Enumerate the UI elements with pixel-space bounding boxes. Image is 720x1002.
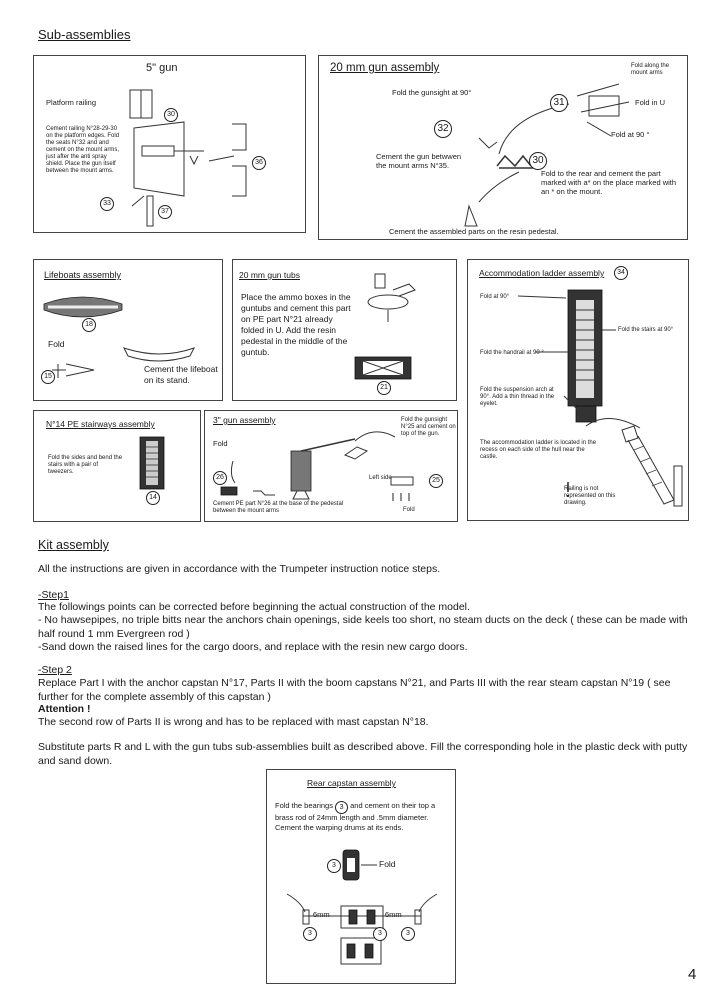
gun3-cement-pe: Cement PE part N°26 at the base of the p… (213, 501, 344, 514)
guntubs-text: Place the ammo boxes in the guntubs and … (241, 292, 351, 357)
stairways-part-14: 14 (146, 491, 160, 505)
capstan-panel: Rear capstan assembly Fold the bearings … (266, 769, 456, 984)
guntubs-title: 20 mm gun tubs (239, 270, 300, 280)
capstan-fold: Fold (379, 859, 396, 869)
substitute-text: Substitute parts R and L with the gun tu… (38, 741, 688, 767)
guntubs-drawing (354, 273, 416, 380)
ladder-railing: Railing is not represented on this drawi… (564, 486, 616, 506)
gun5-part-37: 37 (158, 205, 172, 219)
kit-title: Kit assembly (38, 538, 109, 552)
ladder-title: Accommodation ladder assembly (479, 268, 605, 278)
gun3-left-side: Left side (369, 475, 392, 481)
gun5-part-36: 36 (252, 156, 266, 170)
gun5-part-30: 30 (164, 108, 178, 122)
gun20-cement-gun: Cement the gun betwwen the mount arms N°… (376, 152, 462, 170)
gun5-platform-label: Platform railing (46, 98, 97, 107)
lifeboats-fold-label: Fold (48, 339, 65, 349)
capstan-dim1: 6mm (313, 910, 330, 919)
lifeboats-part-15: 15 (41, 370, 55, 384)
gun3-title: 3" gun assembly (213, 415, 276, 425)
step1-line2: - No hawsepipes, no triple bitts near th… (38, 614, 688, 640)
capstan-part-mid: 3 (373, 927, 387, 941)
capstan-part-left: 3 (303, 927, 317, 941)
stairways-title: N°14 PE stairways assembly (46, 419, 155, 429)
capstan-part-right: 3 (401, 927, 415, 941)
stairways-drawing (139, 436, 165, 490)
gun20-part-31: 31 (550, 94, 568, 112)
gun3-fold-gunsight: Fold the gunsight N°25 and cement on top… (401, 417, 456, 437)
gun3-drawing (220, 431, 414, 501)
gun5-part-33: 33 (100, 197, 114, 211)
gun3-fold-label: Fold (213, 439, 228, 448)
ladder-fold90: Fold at 90° (480, 294, 510, 300)
gun20-part-30: 30 (529, 152, 547, 170)
gun5-title: 5" gun (146, 62, 178, 74)
capstan-text: Fold the bearings 3 and cement on their … (275, 800, 451, 833)
lifeboats-part-18: 18 (82, 318, 96, 332)
gun20-fold-90: Fold at 90 ° (611, 130, 650, 139)
lifeboats-cement: Cement the lifeboat on its stand. (144, 364, 218, 385)
gun20-fold-gunsight: Fold the gunsight at 90° (392, 88, 472, 97)
gun20-part-32: 32 (434, 120, 452, 138)
lifeboats-title: Lifeboats assembly (44, 270, 122, 280)
gun20-fold-rear: Fold to the rear and cement the part mar… (541, 169, 677, 196)
gun20-drawing (464, 83, 630, 227)
gun5-drawing (129, 89, 247, 227)
page-title: Sub-assemblies (38, 27, 131, 42)
gun20-title: 20 mm gun assembly (330, 62, 440, 74)
stairways-text: Fold the sides and bend the stairs with … (48, 455, 123, 475)
capstan-inline-part: 3 (335, 801, 349, 814)
lifeboats-panel: Lifeboats assembly 18 Fold 15 Cement the… (33, 259, 223, 401)
step2-line2: The second row of Parts II is wrong and … (38, 716, 429, 728)
ladder-part-34: 34 (614, 266, 628, 280)
page-number: 4 (688, 966, 697, 983)
gun20-fold-along: Fold along the mount arms (631, 63, 670, 76)
ladder-stairs90: Fold the stairs at 90° (618, 327, 674, 333)
gun3-part-26: 26 (213, 471, 227, 485)
capstan-text-a: Fold the bearings (275, 801, 333, 810)
step1-line3: -Sand down the raised lines for the carg… (38, 641, 468, 653)
gun5-panel: 5" gun Platform railing Cement railing N… (33, 55, 306, 233)
capstan-dim2: 6mm (385, 910, 402, 919)
step2-label: -Step 2 (38, 664, 72, 676)
ladder-suspension: Fold the suspension arch at 90°. Add a t… (480, 387, 555, 407)
ladder-drawing (517, 289, 683, 507)
ladder-located: The accommodation ladder is located in t… (480, 440, 597, 460)
capstan-fold-part: 3 (327, 859, 341, 873)
gun20-panel: 20 mm gun assembly Fold the gunsight at … (318, 55, 688, 240)
capstan-text-b: and cement on their top a brass rod of 2… (275, 801, 436, 832)
gun20-cement-parts: Cement the assembled parts on the resin … (389, 227, 559, 236)
gun5-instructions: Cement railing N°28-29-30 on the platfor… (46, 126, 120, 174)
stairways-panel: N°14 PE stairways assembly Fold the side… (33, 410, 201, 522)
kit-intro: All the instructions are given in accord… (38, 563, 441, 575)
capstan-title: Rear capstan assembly (307, 778, 396, 788)
step1-line1: The followings points can be corrected b… (38, 601, 470, 613)
gun3-part-25: 25 (429, 474, 443, 488)
step2-line1: Replace Part I with the anchor capstan N… (38, 677, 671, 703)
step1-label: -Step1 (38, 589, 69, 601)
guntubs-part-21: 21 (377, 381, 391, 395)
lifeboats-drawing (43, 296, 196, 378)
gun20-fold-u: Fold in U (635, 98, 666, 107)
guntubs-panel: 20 mm gun tubs Place the ammo boxes in t… (232, 259, 457, 401)
capstan-drawing (286, 849, 438, 965)
gun3-panel: 3" gun assembly Fold Fold the gunsight N… (204, 410, 458, 522)
ladder-handrail90: Fold the handrail at 90 ° (480, 350, 544, 356)
gun3-fold2: Fold (403, 507, 415, 513)
ladder-panel: Accommodation ladder assembly 34 Fold at… (467, 259, 689, 521)
step2-attention: Attention ! (38, 703, 91, 715)
